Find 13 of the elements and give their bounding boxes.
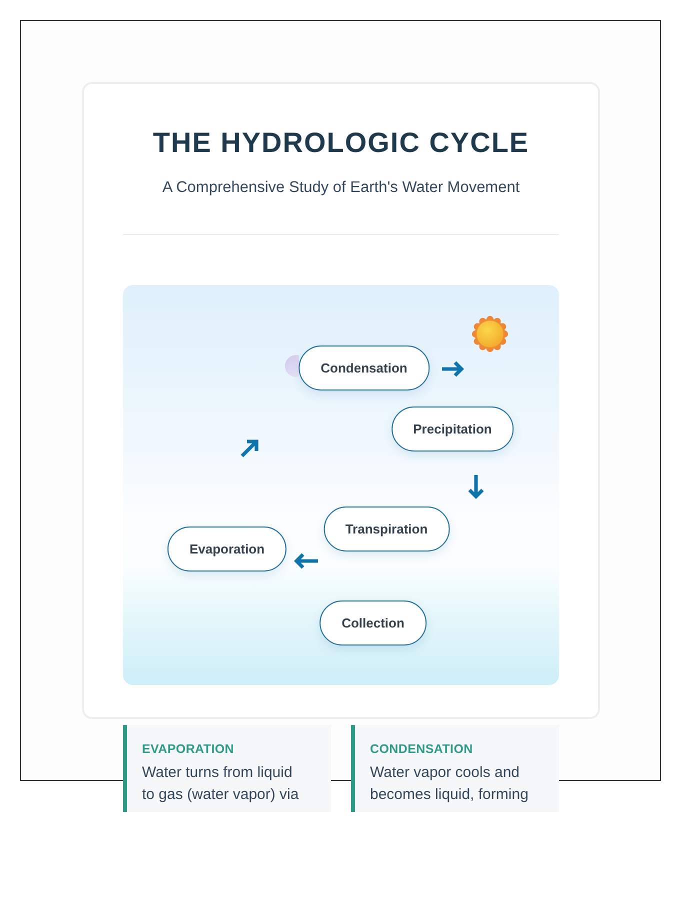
info-card (351, 725, 559, 812)
process-node: Collection (320, 600, 426, 645)
diagram-title: THE HYDROLOGIC CYCLE (152, 126, 530, 160)
card-text: Water vapor cools and becomes liquid, forming (370, 763, 530, 805)
process-node: Condensation (298, 346, 430, 390)
card-heading: EVAPORATION (142, 741, 234, 758)
card-text: Water turns from liquid to gas (water vapor) via (142, 763, 300, 805)
process-node: Precipitation (391, 406, 514, 451)
info-card (123, 725, 331, 812)
subtitle: A Comprehensive Study of Earth's Water Movement (162, 178, 520, 198)
process-node: Evaporation (167, 526, 287, 571)
process-node: Transpiration (323, 506, 450, 551)
card-heading: CONDENSATION (370, 741, 473, 758)
